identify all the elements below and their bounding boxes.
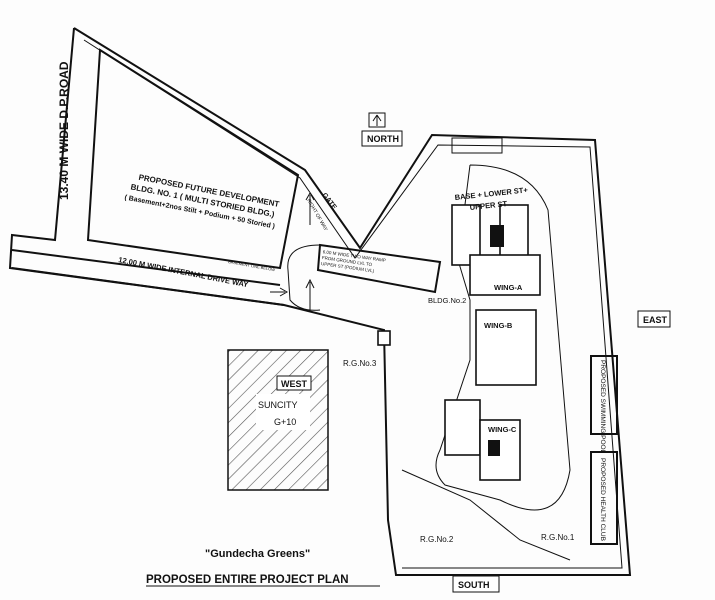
south-box [452, 575, 500, 593]
building-wing-a [451, 204, 541, 296]
building-wing-b [475, 309, 537, 386]
outer-boundary [8, 27, 632, 576]
rg3-label: R.G.No.3 [343, 359, 377, 368]
east-label: EAST [643, 315, 668, 325]
arrow-icon [305, 191, 315, 225]
wing-b-label: WING-B [484, 321, 513, 330]
arrow-icon [305, 278, 315, 310]
west-box [276, 375, 312, 391]
driveway-edge [11, 267, 285, 306]
health-club [590, 451, 618, 545]
suncity-label-background [256, 394, 310, 430]
building-wing-c [444, 399, 521, 481]
rg2-area [401, 469, 571, 561]
swimming-pool [590, 355, 618, 435]
arrow-icon [270, 287, 289, 297]
swimming-pool-label: PROPOSED SWIMMING POOL [599, 360, 606, 454]
north-label: NORTH [367, 134, 399, 144]
north-box [361, 130, 403, 147]
small-structure [377, 330, 391, 346]
wing-a-label: WING-A [494, 283, 523, 292]
ramp-curve [287, 244, 321, 311]
inner-boundary [83, 39, 623, 569]
rg2-label: R.G.No.2 [420, 535, 454, 544]
ramp [316, 243, 442, 294]
plan-title: PROPOSED ENTIRE PROJECT PLAN [146, 574, 349, 586]
east-box [637, 310, 671, 328]
wing-c-label: WING-C [488, 425, 517, 434]
bldg2-label: BLDG.No.2 [428, 296, 466, 305]
rg1-label: R.G.No.1 [541, 533, 575, 542]
south-label: SOUTH [458, 580, 490, 590]
gate-label: GATE [320, 192, 337, 211]
levels-line1: BASE + LOWER ST+ [454, 185, 529, 202]
driveway-edge [11, 249, 281, 286]
suncity-name: SUNCITY [258, 400, 298, 410]
west-label: WEST [281, 379, 308, 389]
top-proposed-box [451, 137, 503, 154]
podium-outline [435, 164, 571, 511]
north-arrow-icon [368, 112, 386, 128]
project-name: "Gundecha Greens" [205, 548, 310, 560]
levels-line2: UPPER ST [469, 199, 508, 212]
future-development-plot [86, 48, 300, 270]
suncity-floors: G+10 [274, 417, 296, 427]
health-club-label: PROPOSED HEALTH CLUB [599, 458, 606, 541]
basement-line-label: BASEMENT LINE BELOW [228, 259, 276, 272]
